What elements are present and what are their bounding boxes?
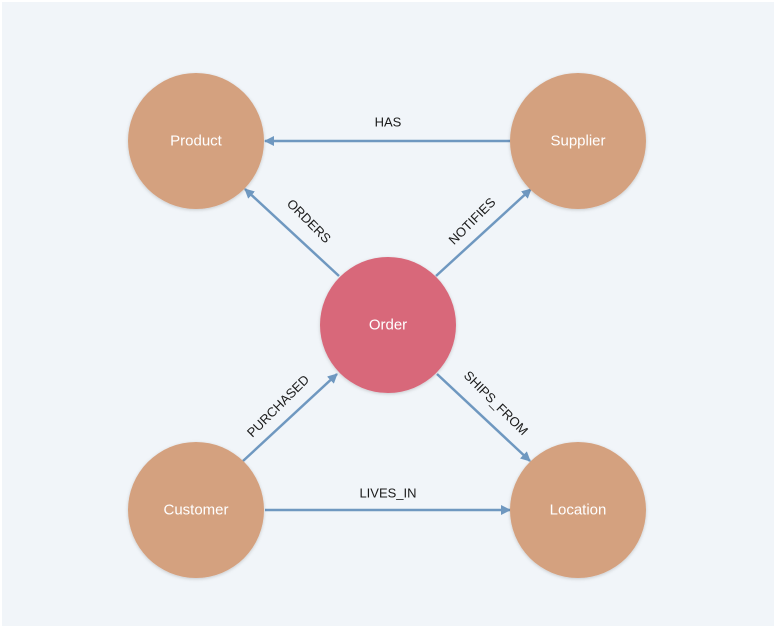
node-supplier-circle (510, 73, 646, 209)
node-location-circle (510, 442, 646, 578)
edge-purchased (242, 373, 338, 462)
edge-ships-from (436, 373, 531, 462)
node-location[interactable]: Location (510, 442, 646, 578)
node-supplier[interactable]: Supplier (510, 73, 646, 209)
node-product[interactable]: Product (128, 73, 264, 209)
node-customer-circle (128, 442, 264, 578)
node-customer[interactable]: Customer (128, 442, 264, 578)
node-order-label: Order (369, 317, 407, 334)
node-supplier-label: Supplier (550, 133, 605, 150)
edge-notifies (435, 188, 532, 277)
edge-orders (244, 188, 340, 277)
node-order-circle (320, 257, 456, 393)
edge-label-has: HAS (375, 115, 402, 130)
edge-label-lives-in: LIVES_IN (359, 486, 416, 501)
node-product-circle (128, 73, 264, 209)
node-location-label: Location (550, 502, 607, 519)
node-order[interactable]: Order (320, 257, 456, 393)
node-product-label: Product (170, 133, 223, 150)
nodes: Product Supplier Order Customer Location (128, 73, 646, 578)
node-customer-label: Customer (163, 502, 228, 519)
edges (242, 136, 532, 515)
